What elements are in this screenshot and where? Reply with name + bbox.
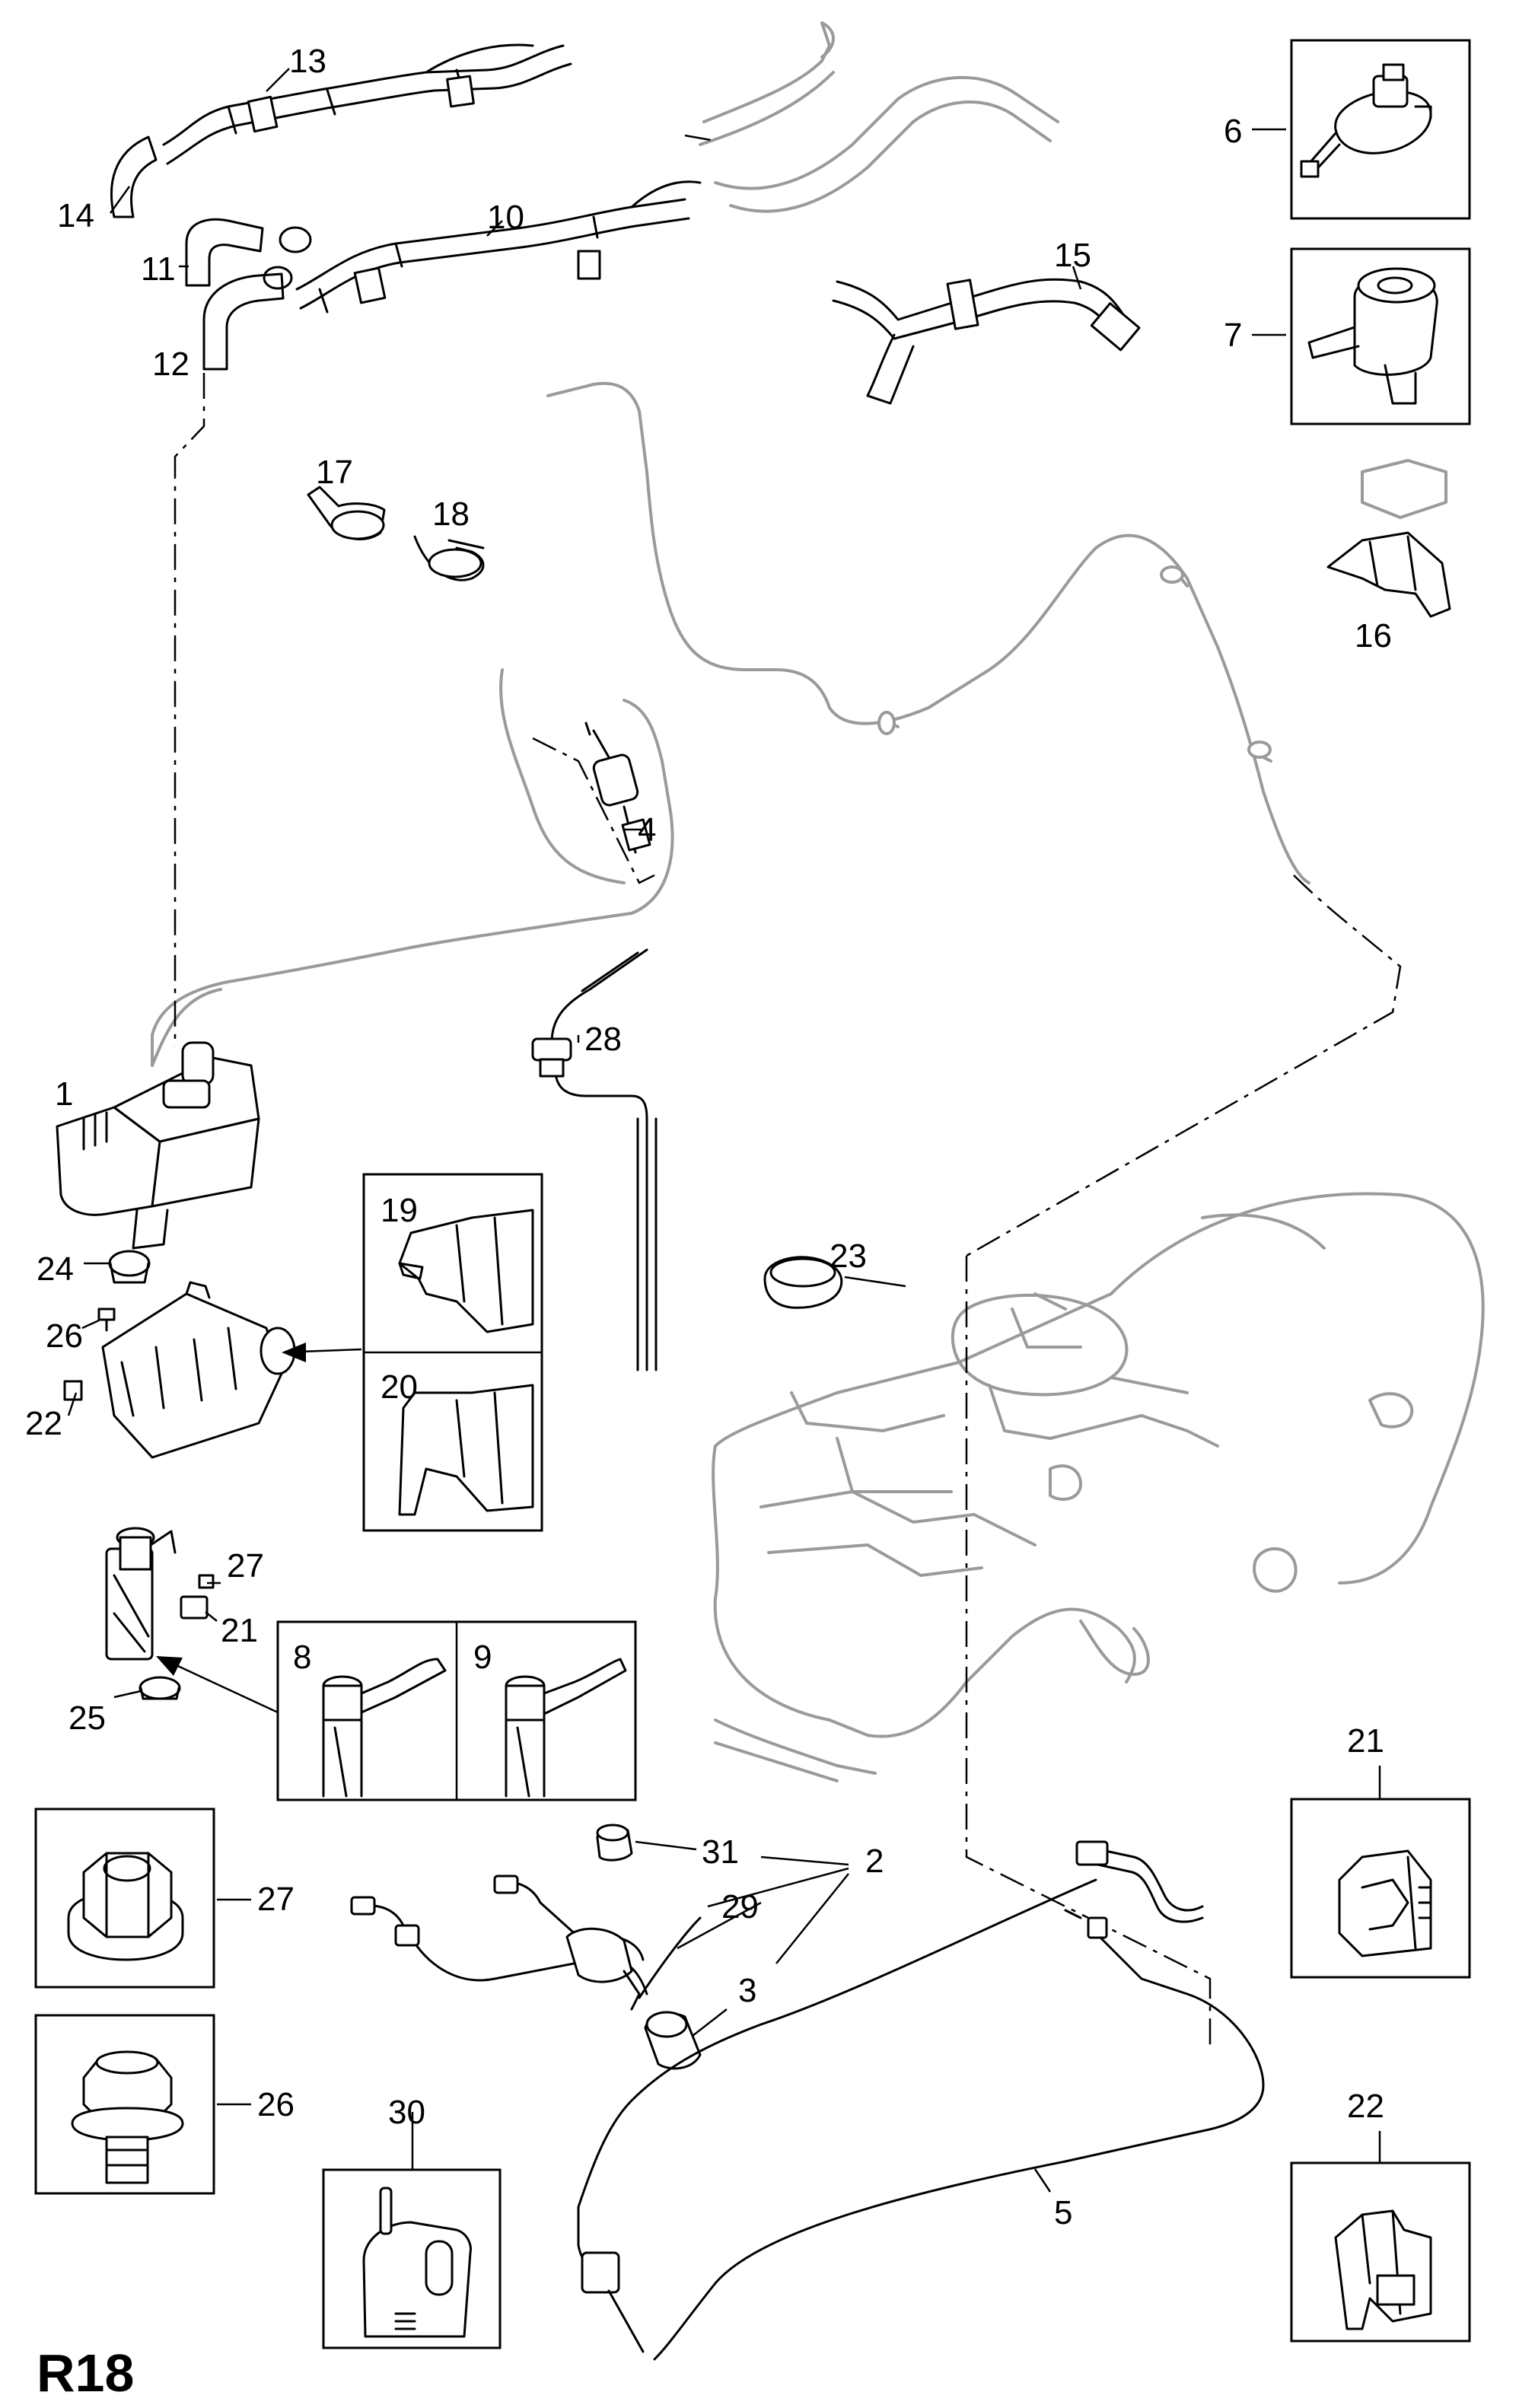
callout-24: 24 — [37, 1250, 74, 1288]
callout-26-detail: 26 — [257, 2086, 295, 2123]
callout-22: 22 — [25, 1405, 62, 1442]
callout-18: 18 — [432, 495, 470, 533]
fuel-pump-holder[interactable] — [105, 1527, 177, 1661]
callout-15: 15 — [1054, 237, 1091, 274]
grommet-23[interactable] — [763, 1256, 843, 1309]
callout-16: 16 — [1355, 617, 1392, 655]
hose-12[interactable] — [202, 272, 285, 371]
vehicle-tank-ghost — [712, 1192, 1485, 1782]
callout-20: 20 — [381, 1368, 418, 1406]
dash-connector-4 — [532, 737, 655, 884]
exhaust-pipe-28[interactable] — [531, 948, 658, 1371]
screw-26-detail[interactable] — [71, 2050, 184, 2184]
heater-unit-1[interactable] — [56, 1041, 260, 1250]
sleeve-3[interactable] — [644, 2011, 702, 2070]
callout-12: 12 — [152, 346, 189, 383]
clamp-pair[interactable] — [263, 226, 312, 290]
callout-6: 6 — [1224, 113, 1242, 150]
hose-15[interactable] — [832, 278, 1141, 405]
callout-26: 26 — [46, 1317, 83, 1355]
callout-13: 13 — [289, 43, 326, 80]
callout-9: 9 — [473, 1639, 492, 1676]
callout-21-detail: 21 — [1347, 1722, 1384, 1760]
sleeve-31[interactable] — [596, 1824, 633, 1862]
callout-4: 4 — [638, 811, 656, 849]
clip-25[interactable] — [139, 1676, 181, 1700]
diagram-id: R18 — [37, 2343, 134, 2403]
callout-10: 10 — [487, 199, 524, 236]
callout-31: 31 — [702, 1833, 739, 1871]
callout-23: 23 — [830, 1237, 867, 1275]
hose-assembly-13[interactable] — [162, 43, 572, 165]
callout-3: 3 — [738, 1972, 756, 2009]
callout-8: 8 — [293, 1639, 311, 1676]
fuel-line-5[interactable] — [577, 1840, 1265, 2361]
callout-28: 28 — [584, 1021, 622, 1058]
callout-27-detail: 27 — [257, 1881, 295, 1918]
dash-connector-13 — [684, 134, 716, 142]
callout-19: 19 — [381, 1192, 418, 1229]
hose-assembly-10[interactable] — [295, 180, 702, 314]
remote-30[interactable] — [362, 2187, 472, 2338]
arrow-detail-19-20 — [282, 1343, 362, 1362]
clamp-18[interactable] — [413, 535, 485, 581]
detail-19[interactable] — [398, 1209, 534, 1333]
callout-17: 17 — [316, 454, 353, 491]
detail-8[interactable] — [322, 1658, 447, 1798]
callout-14: 14 — [57, 197, 94, 234]
clip-21-small[interactable] — [180, 1595, 209, 1620]
callout-27: 27 — [227, 1547, 264, 1585]
fuel-filter-4[interactable] — [584, 721, 651, 854]
nut-27[interactable] — [67, 1852, 184, 1961]
clamp-17[interactable] — [307, 486, 386, 540]
fuel-line-ghost — [151, 381, 1310, 1067]
pump-7[interactable] — [1307, 267, 1438, 405]
callout-25: 25 — [68, 1699, 106, 1737]
hose-11[interactable] — [185, 218, 264, 287]
callout-5: 5 — [1054, 2194, 1072, 2231]
valve-6[interactable] — [1300, 63, 1432, 178]
detail-20[interactable] — [398, 1384, 534, 1516]
heater-bracket[interactable] — [101, 1281, 296, 1459]
leader-lines — [67, 68, 1381, 2193]
callout-30: 30 — [388, 2094, 425, 2131]
callout-7: 7 — [1224, 317, 1242, 354]
clip-24[interactable] — [108, 1250, 151, 1284]
callout-1: 1 — [55, 1075, 73, 1113]
nut-27-small[interactable] — [198, 1574, 215, 1589]
bracket-16[interactable] — [1326, 459, 1451, 618]
callout-11: 11 — [141, 250, 176, 288]
clip-22[interactable] — [63, 1380, 83, 1401]
clip-22-detail[interactable] — [1334, 2209, 1432, 2330]
fuel-line-from-pump — [151, 988, 222, 1067]
dash-connector-12 — [174, 373, 205, 1046]
callout-21: 21 — [221, 1612, 258, 1649]
callout-29: 29 — [721, 1888, 759, 1925]
dosing-pump-2[interactable] — [565, 1916, 702, 2011]
screw-26[interactable] — [97, 1308, 116, 1332]
dash-connector-fuel — [966, 874, 1402, 1257]
detail-9[interactable] — [505, 1658, 627, 1798]
hose-14[interactable] — [110, 135, 158, 218]
callout-2: 2 — [865, 1843, 884, 1880]
callout-22-detail: 22 — [1347, 2088, 1384, 2125]
arrow-detail-8-9 — [156, 1656, 279, 1714]
fuel-line-29[interactable] — [350, 1874, 648, 1996]
clip-21[interactable] — [1338, 1849, 1432, 1957]
vehicle-hoses-ghost — [699, 21, 1059, 213]
